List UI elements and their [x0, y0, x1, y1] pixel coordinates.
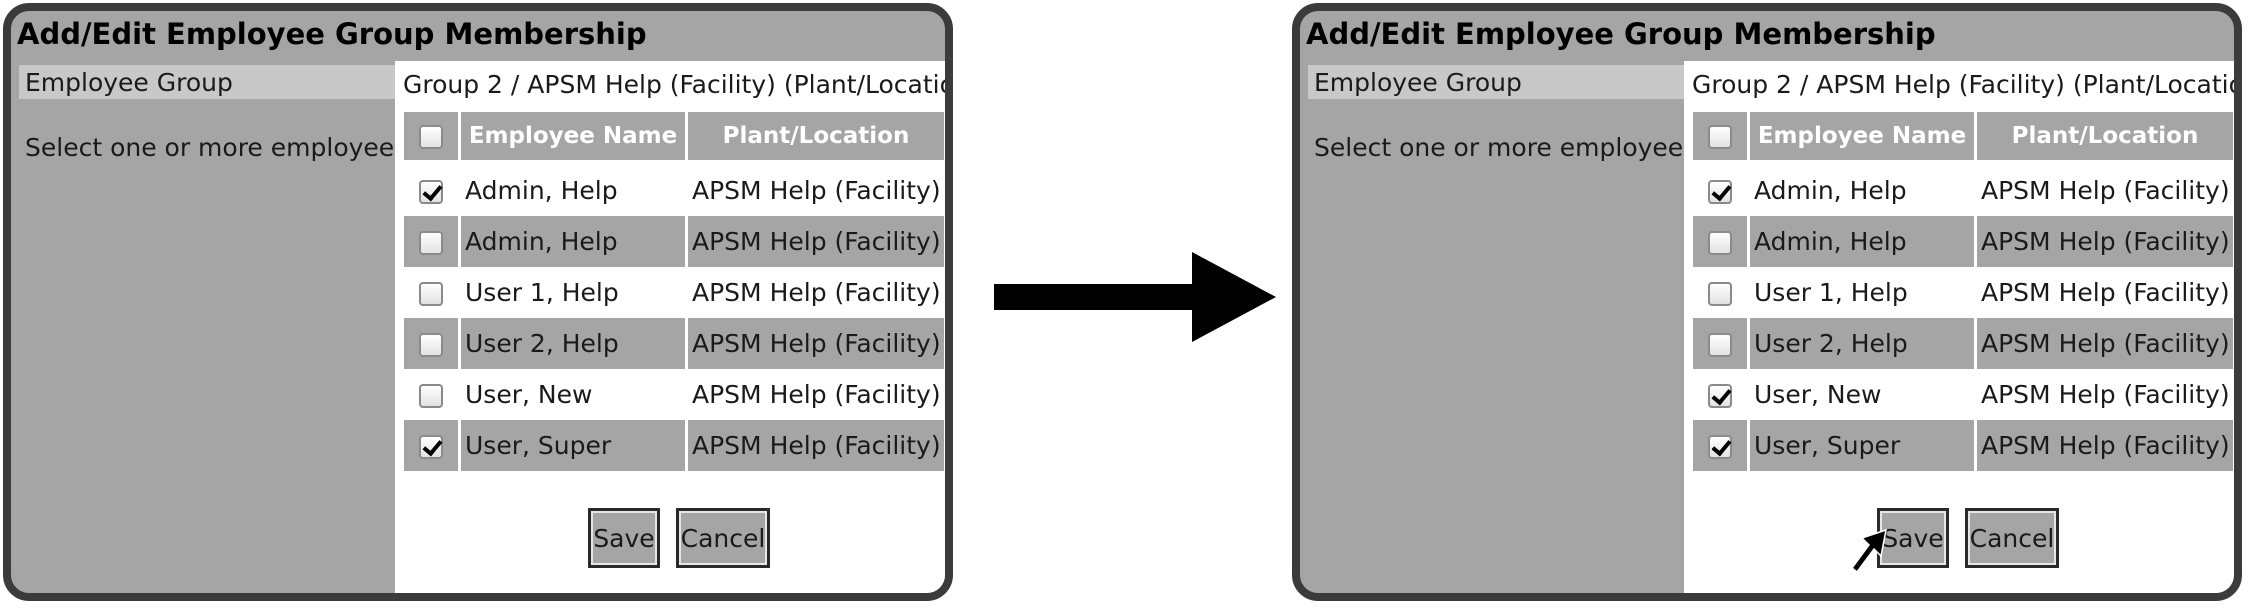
employee-group-value: Group 2 / APSM Help (Facility) (Plant/Lo…	[403, 70, 953, 99]
employee-name: User, New	[1754, 380, 1882, 409]
employee-table: Employee Name Plant/Location Admin, Help…	[401, 112, 945, 471]
cancel-button[interactable]: Cancel	[676, 508, 770, 568]
plant-location: APSM Help (Facility)	[692, 380, 941, 409]
row-checkbox[interactable]	[419, 231, 443, 255]
row-checkbox[interactable]	[419, 333, 443, 357]
select-employees-label: Select one or more employees	[25, 133, 408, 162]
row-checkbox[interactable]	[1708, 333, 1732, 357]
row-checkbox[interactable]	[419, 384, 443, 408]
table-row[interactable]: User 1, Help APSM Help (Facility)	[1693, 267, 2233, 318]
save-button[interactable]: Save	[588, 508, 660, 568]
plant-location: APSM Help (Facility)	[692, 176, 941, 205]
employee-name: Admin, Help	[1750, 216, 1974, 267]
table-row[interactable]: User, New APSM Help (Facility)	[404, 369, 944, 420]
cancel-button[interactable]: Cancel	[1965, 508, 2059, 568]
row-checkbox[interactable]	[1708, 282, 1732, 306]
plant-location: APSM Help (Facility)	[688, 420, 944, 471]
table-row[interactable]: User 1, Help APSM Help (Facility)	[404, 267, 944, 318]
employee-name: User, New	[465, 380, 593, 409]
plant-location: APSM Help (Facility)	[692, 278, 941, 307]
employee-group-label: Employee Group	[1314, 68, 1522, 97]
employee-name: Admin, Help	[1754, 176, 1907, 205]
column-header-plant-location[interactable]: Plant/Location	[688, 112, 944, 165]
plant-location: APSM Help (Facility)	[1981, 176, 2230, 205]
plant-location: APSM Help (Facility)	[688, 318, 944, 369]
employee-name: User, Super	[1750, 420, 1974, 471]
column-header-employee-name[interactable]: Employee Name	[1750, 112, 1974, 165]
plant-location: APSM Help (Facility)	[1977, 318, 2233, 369]
table-row[interactable]: Admin, Help APSM Help (Facility)	[1693, 165, 2233, 216]
row-checkbox[interactable]	[1708, 435, 1732, 459]
employee-table: Employee Name Plant/Location Admin, Help…	[1690, 112, 2234, 471]
save-button[interactable]: Save	[1877, 508, 1949, 568]
employee-group-label-box: Employee Group	[1308, 65, 1684, 99]
employee-name: User 1, Help	[1754, 278, 1908, 307]
employee-name: User, Super	[461, 420, 685, 471]
plant-location: APSM Help (Facility)	[1977, 420, 2233, 471]
dialog-after: Add/Edit Employee Group Membership Emplo…	[1292, 3, 2242, 601]
row-checkbox[interactable]	[419, 282, 443, 306]
select-all-header	[1693, 112, 1747, 165]
table-row[interactable]: User 2, Help APSM Help (Facility)	[1693, 318, 2233, 369]
row-checkbox[interactable]	[419, 435, 443, 459]
employee-name: User 1, Help	[465, 278, 619, 307]
table-row[interactable]: Admin, Help APSM Help (Facility)	[404, 216, 944, 267]
employee-group-label: Employee Group	[25, 68, 233, 97]
plant-location: APSM Help (Facility)	[688, 216, 944, 267]
row-checkbox[interactable]	[419, 180, 443, 204]
employee-name: Admin, Help	[461, 216, 685, 267]
dialog-title: Add/Edit Employee Group Membership	[1306, 17, 1936, 51]
plant-location: APSM Help (Facility)	[1981, 278, 2230, 307]
employee-group-label-box: Employee Group	[19, 65, 395, 99]
employee-name: User 2, Help	[461, 318, 685, 369]
table-row[interactable]: User, Super APSM Help (Facility)	[1693, 420, 2233, 471]
column-header-employee-name[interactable]: Employee Name	[461, 112, 685, 165]
employee-group-value: Group 2 / APSM Help (Facility) (Plant/Lo…	[1692, 70, 2242, 99]
employee-name: Admin, Help	[465, 176, 618, 205]
plant-location: APSM Help (Facility)	[1977, 216, 2233, 267]
right-arrow-icon	[994, 252, 1276, 342]
content-area: Group 2 / APSM Help (Facility) (Plant/Lo…	[1684, 61, 2242, 593]
mouse-pointer-icon	[1850, 528, 1887, 574]
dialog-before: Add/Edit Employee Group Membership Emplo…	[3, 3, 953, 601]
table-row[interactable]: User, New APSM Help (Facility)	[1693, 369, 2233, 420]
dialog-title: Add/Edit Employee Group Membership	[17, 17, 647, 51]
column-header-plant-location[interactable]: Plant/Location	[1977, 112, 2233, 165]
employee-name: User 2, Help	[1750, 318, 1974, 369]
table-row[interactable]: User, Super APSM Help (Facility)	[404, 420, 944, 471]
row-checkbox[interactable]	[1708, 180, 1732, 204]
table-row[interactable]: Admin, Help APSM Help (Facility)	[1693, 216, 2233, 267]
plant-location: APSM Help (Facility)	[1981, 380, 2230, 409]
select-all-checkbox[interactable]	[419, 124, 443, 149]
select-all-header	[404, 112, 458, 165]
row-checkbox[interactable]	[1708, 231, 1732, 255]
table-row[interactable]: Admin, Help APSM Help (Facility)	[404, 165, 944, 216]
select-all-checkbox[interactable]	[1708, 124, 1732, 149]
table-row[interactable]: User 2, Help APSM Help (Facility)	[404, 318, 944, 369]
row-checkbox[interactable]	[1708, 384, 1732, 408]
content-area: Group 2 / APSM Help (Facility) (Plant/Lo…	[395, 61, 953, 593]
select-employees-label: Select one or more employees	[1314, 133, 1697, 162]
